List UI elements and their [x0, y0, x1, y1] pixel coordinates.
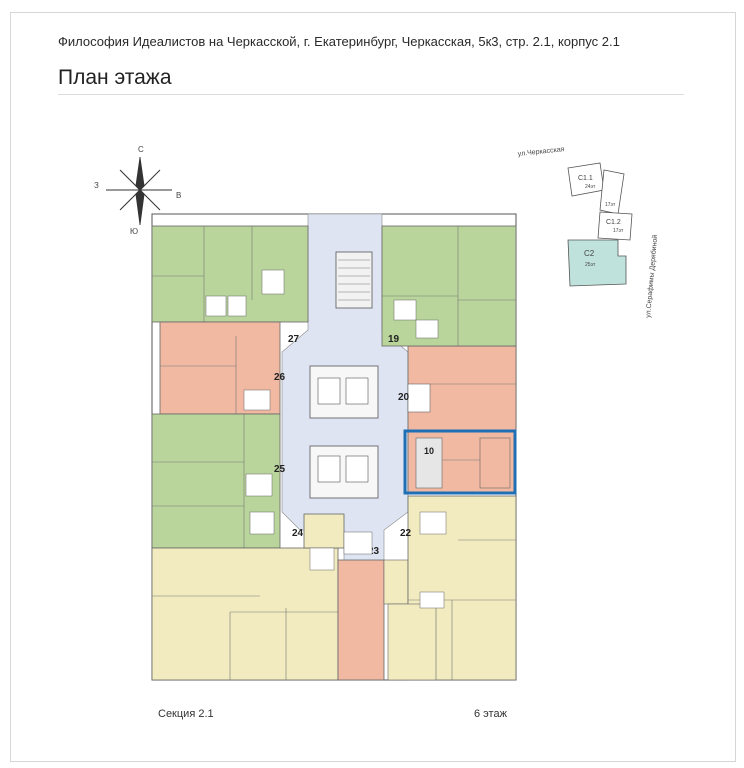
apartment-26-number: 26 [274, 372, 286, 383]
apartment-22-number: 22 [400, 528, 412, 539]
site-c12-label: С1.2 [606, 219, 621, 226]
site-street-top: ул.Черкасская [517, 146, 565, 158]
elevator-shaft-4 [345, 455, 369, 483]
elevator-shaft-2 [345, 377, 369, 405]
site-c11-sub: 17эт [605, 202, 616, 208]
apartment-10-number: 10 [424, 446, 434, 456]
footer-section: Секция 2.1 [158, 708, 214, 720]
apartment-25-number: 25 [274, 464, 286, 475]
compass-north: С [138, 145, 144, 154]
elevator-shaft-3 [317, 455, 341, 483]
page-address: Философия Идеалистов на Черкасской, г. Е… [58, 34, 620, 49]
stairs-icon [338, 259, 370, 301]
site-street-right: ул.Серафимы Дерябиной [644, 234, 659, 318]
compass-south: Ю [130, 227, 138, 236]
site-building-c2 [567, 239, 627, 287]
site-c11-label: С1.1 [578, 175, 593, 182]
site-c2-label: С2 [584, 249, 595, 258]
apartment-19[interactable] [381, 225, 517, 347]
compass-icon [106, 157, 172, 225]
apartment-24[interactable] [151, 547, 339, 681]
apartment-19-number: 19 [388, 334, 400, 345]
selected-apartment-highlight[interactable] [403, 429, 517, 495]
footer-floor: 6 этаж [474, 708, 507, 720]
site-map: ул.Черкасская С1.1 24эт 17эт С1.2 17эт С… [517, 146, 659, 318]
site-c2-floors: 25эт [585, 262, 596, 268]
apartment-23-number: 23 [368, 546, 380, 557]
apartment-24-number: 24 [292, 528, 304, 539]
site-building-c12 [597, 211, 633, 241]
apartment-23[interactable] [337, 559, 385, 681]
page-title: План этажа [58, 66, 172, 89]
site-c11-floors: 24эт [585, 184, 596, 190]
apartment-27-number: 27 [288, 334, 300, 345]
elevator-shaft-1 [317, 377, 341, 405]
stairwell [335, 251, 373, 309]
header-divider [58, 94, 684, 95]
compass-east: В [176, 191, 181, 200]
site-c12-floors: 17эт [613, 228, 624, 234]
compass-west: З [94, 181, 99, 190]
apartment-20-number: 20 [398, 392, 410, 403]
bathrooms [205, 269, 447, 609]
